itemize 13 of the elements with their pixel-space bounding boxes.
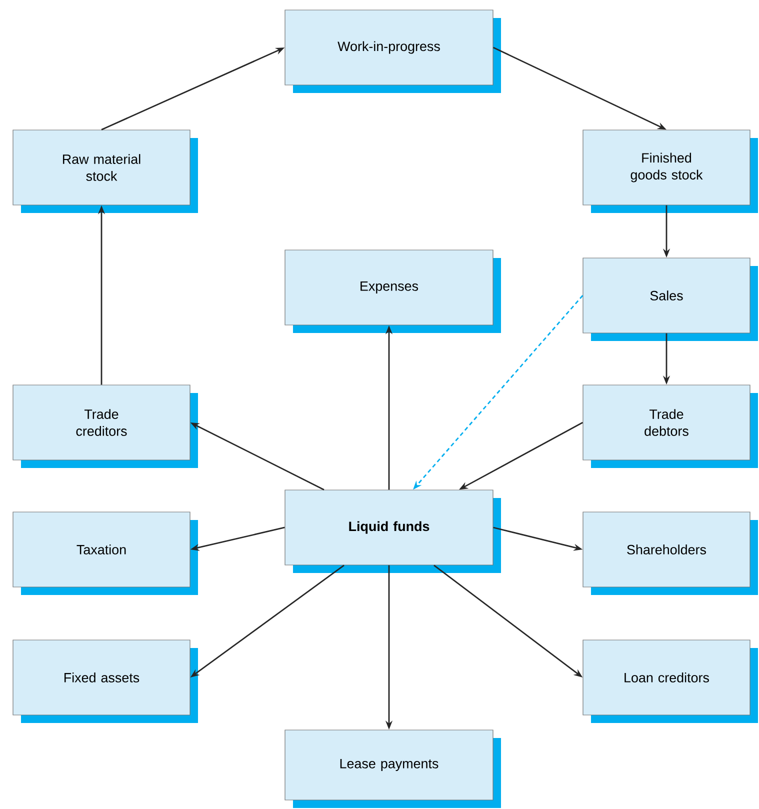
- process-box: Fixed assets: [12, 640, 198, 723]
- process-box: Lease payments: [284, 730, 501, 808]
- process-box: Trade debtors: [582, 384, 758, 468]
- process-box: Expenses: [284, 250, 501, 333]
- process-box: Taxation: [12, 512, 198, 595]
- process-box: Liquid funds: [284, 490, 501, 573]
- process-box: Loan creditors: [582, 640, 758, 723]
- process-box: Work-in-progress: [284, 10, 501, 93]
- process-box: Shareholders: [582, 512, 758, 595]
- process-box: Finished goods stock: [582, 130, 758, 213]
- process-box: Sales: [582, 258, 758, 341]
- process-box: Raw material stock: [12, 130, 198, 213]
- process-box: Trade creditors: [12, 384, 198, 468]
